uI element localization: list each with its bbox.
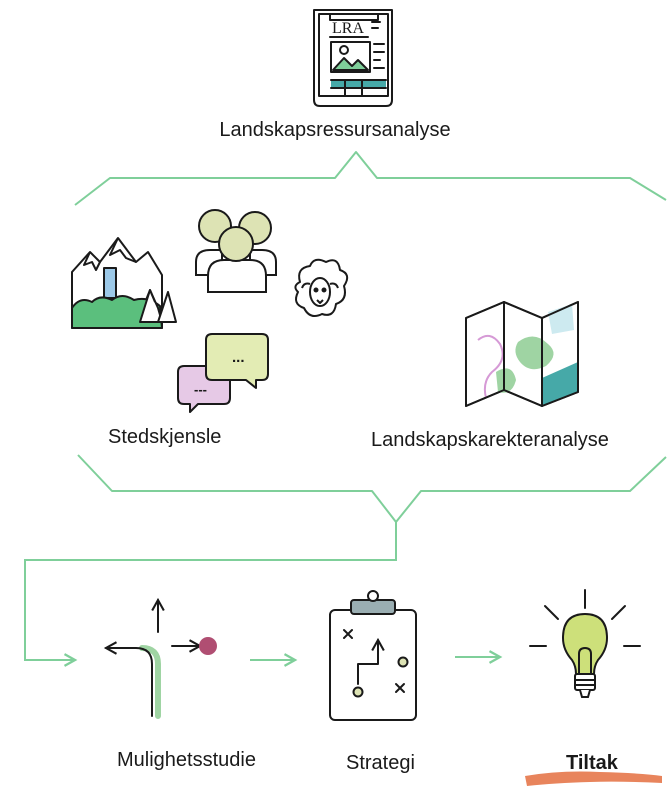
lightbulb-icon [529, 589, 641, 698]
tiltak-underline [525, 771, 662, 786]
target-dot [199, 637, 217, 655]
connector-line [24, 522, 397, 660]
crossroads-icon [103, 597, 217, 719]
landskapskarekteranalyse-label: Landskapskarekteranalyse [371, 429, 609, 451]
people-group-icon [195, 209, 277, 293]
mulighetsstudie-label: Mulighetsstudie [117, 749, 256, 771]
mountains-icon [71, 237, 177, 329]
landskapsressursanalyse-label: Landskapsressursanalyse [219, 119, 451, 141]
stedskjensle-label: Stedskjensle [108, 426, 222, 448]
tiltak-label: Tiltak [566, 752, 618, 774]
strategy-clipboard-icon [329, 590, 417, 721]
speech-bubble-back-text: --- [194, 382, 207, 397]
bottom-brace [77, 454, 667, 523]
speech-bubble-front-text: ... [232, 349, 245, 366]
map-icon [465, 301, 579, 407]
sheep-icon [294, 258, 349, 317]
report-icon: LRA [313, 9, 393, 107]
speech-bubbles-icon: --- ... [177, 333, 269, 413]
top-brace [74, 151, 667, 206]
strategi-label: Strategi [346, 752, 415, 774]
report-badge: LRA [332, 20, 364, 37]
